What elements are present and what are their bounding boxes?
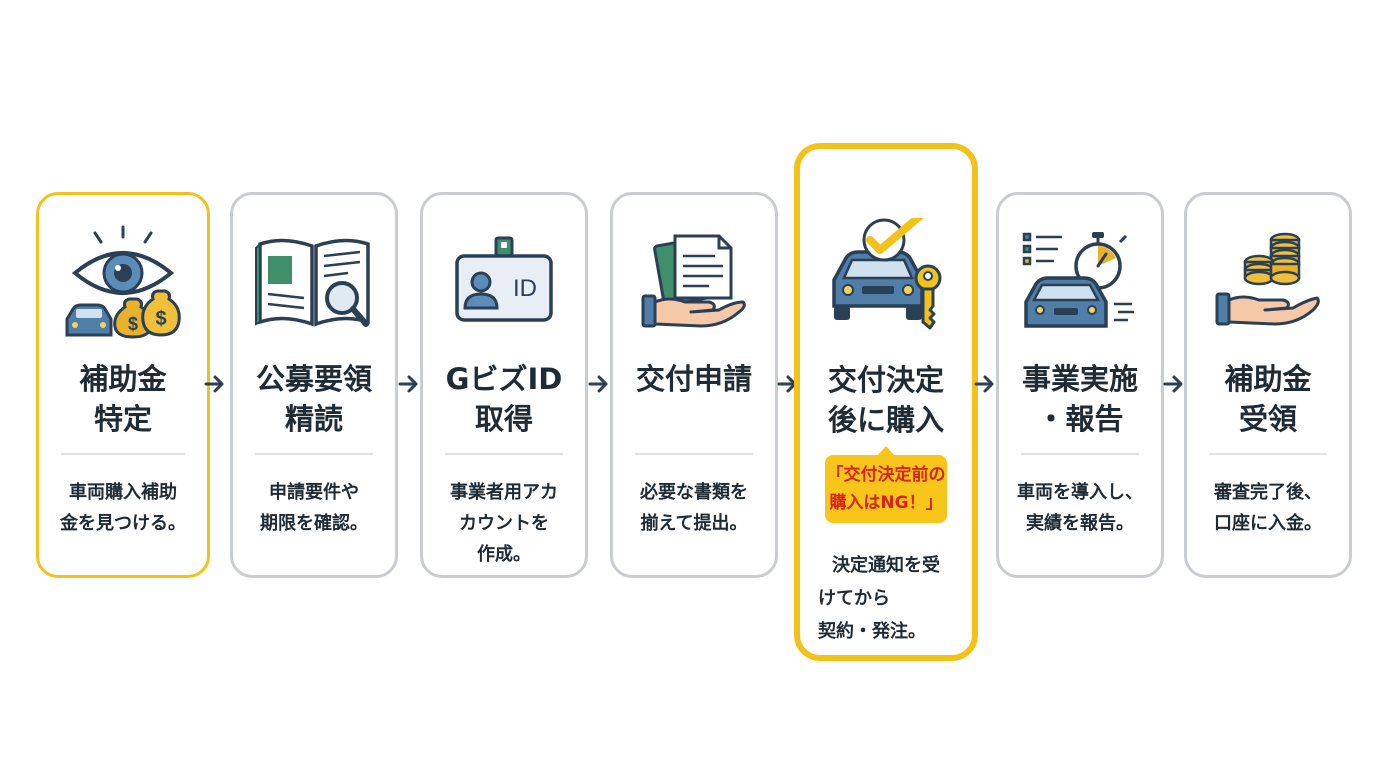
car-check-key-icon	[800, 215, 972, 333]
divider	[1209, 453, 1327, 455]
warning-callout: 「交付決定前の 購入はNG！」	[825, 446, 947, 523]
svg-text:$: $	[155, 308, 166, 330]
step-description: 必要な書類を 揃えて提出。	[640, 482, 748, 534]
id-card-icon: ID	[423, 223, 585, 341]
step-title: GビズID 取得	[445, 362, 563, 436]
arrow-right-icon	[974, 375, 994, 393]
step-card-4: 交付申請 必要な書類を 揃えて提出。	[610, 192, 778, 578]
book-magnifier-icon	[233, 223, 395, 341]
divider	[1021, 453, 1139, 455]
step-description: 事業者用アカ カウントを 作成。	[450, 482, 558, 565]
step-title: 補助金 受領	[1224, 362, 1312, 436]
step-card-6: 事業実施 ・報告 車両を導入し、 実績を報告。	[996, 192, 1164, 578]
divider	[255, 453, 373, 455]
car-stopwatch-icon	[999, 223, 1161, 341]
step-description: 車両購入補助 金を見つける。	[60, 482, 186, 534]
step-card-7: 補助金 受領 審査完了後、 口座に入金。	[1184, 192, 1352, 578]
coins-hand-icon	[1187, 223, 1349, 341]
step-description: 決定通知を受 けてから 契約・発注。	[818, 555, 940, 642]
step-description: 車両を導入し、 実績を報告。	[1017, 482, 1143, 534]
step-card-2: 公募要領 精読 申請要件や 期限を確認。	[230, 192, 398, 578]
divider	[61, 453, 185, 455]
eye-car-money-icon: $ $	[39, 223, 207, 341]
arrow-right-icon	[204, 375, 224, 393]
divider	[635, 453, 753, 455]
divider	[445, 453, 563, 455]
step-card-1: $ $ 補助金 特定 車両購入補助 金を見つける。	[36, 192, 210, 578]
step-title: 補助金 特定	[79, 362, 167, 436]
step-title: 交付申請	[635, 362, 752, 396]
step-card-5: 交付決定 後に購入 「交付決定前の 購入はNG！」 決定通知を受 けてから 契約…	[794, 143, 978, 661]
svg-text:$: $	[128, 314, 138, 334]
step-title: 交付決定 後に購入	[827, 363, 944, 437]
step-title: 事業実施 ・報告	[1021, 362, 1138, 436]
step-card-3: ID GビズID 取得 事業者用アカ カウントを 作成。	[420, 192, 588, 578]
documents-hand-icon	[613, 223, 775, 341]
step-description: 審査完了後、 口座に入金。	[1214, 482, 1322, 534]
arrow-right-icon	[398, 375, 418, 393]
arrow-right-icon	[588, 375, 608, 393]
arrow-right-icon	[1163, 375, 1183, 393]
svg-text:ID: ID	[513, 275, 537, 302]
step-title: 公募要領 精読	[255, 362, 372, 436]
step-description: 申請要件や 期限を確認。	[260, 482, 368, 534]
